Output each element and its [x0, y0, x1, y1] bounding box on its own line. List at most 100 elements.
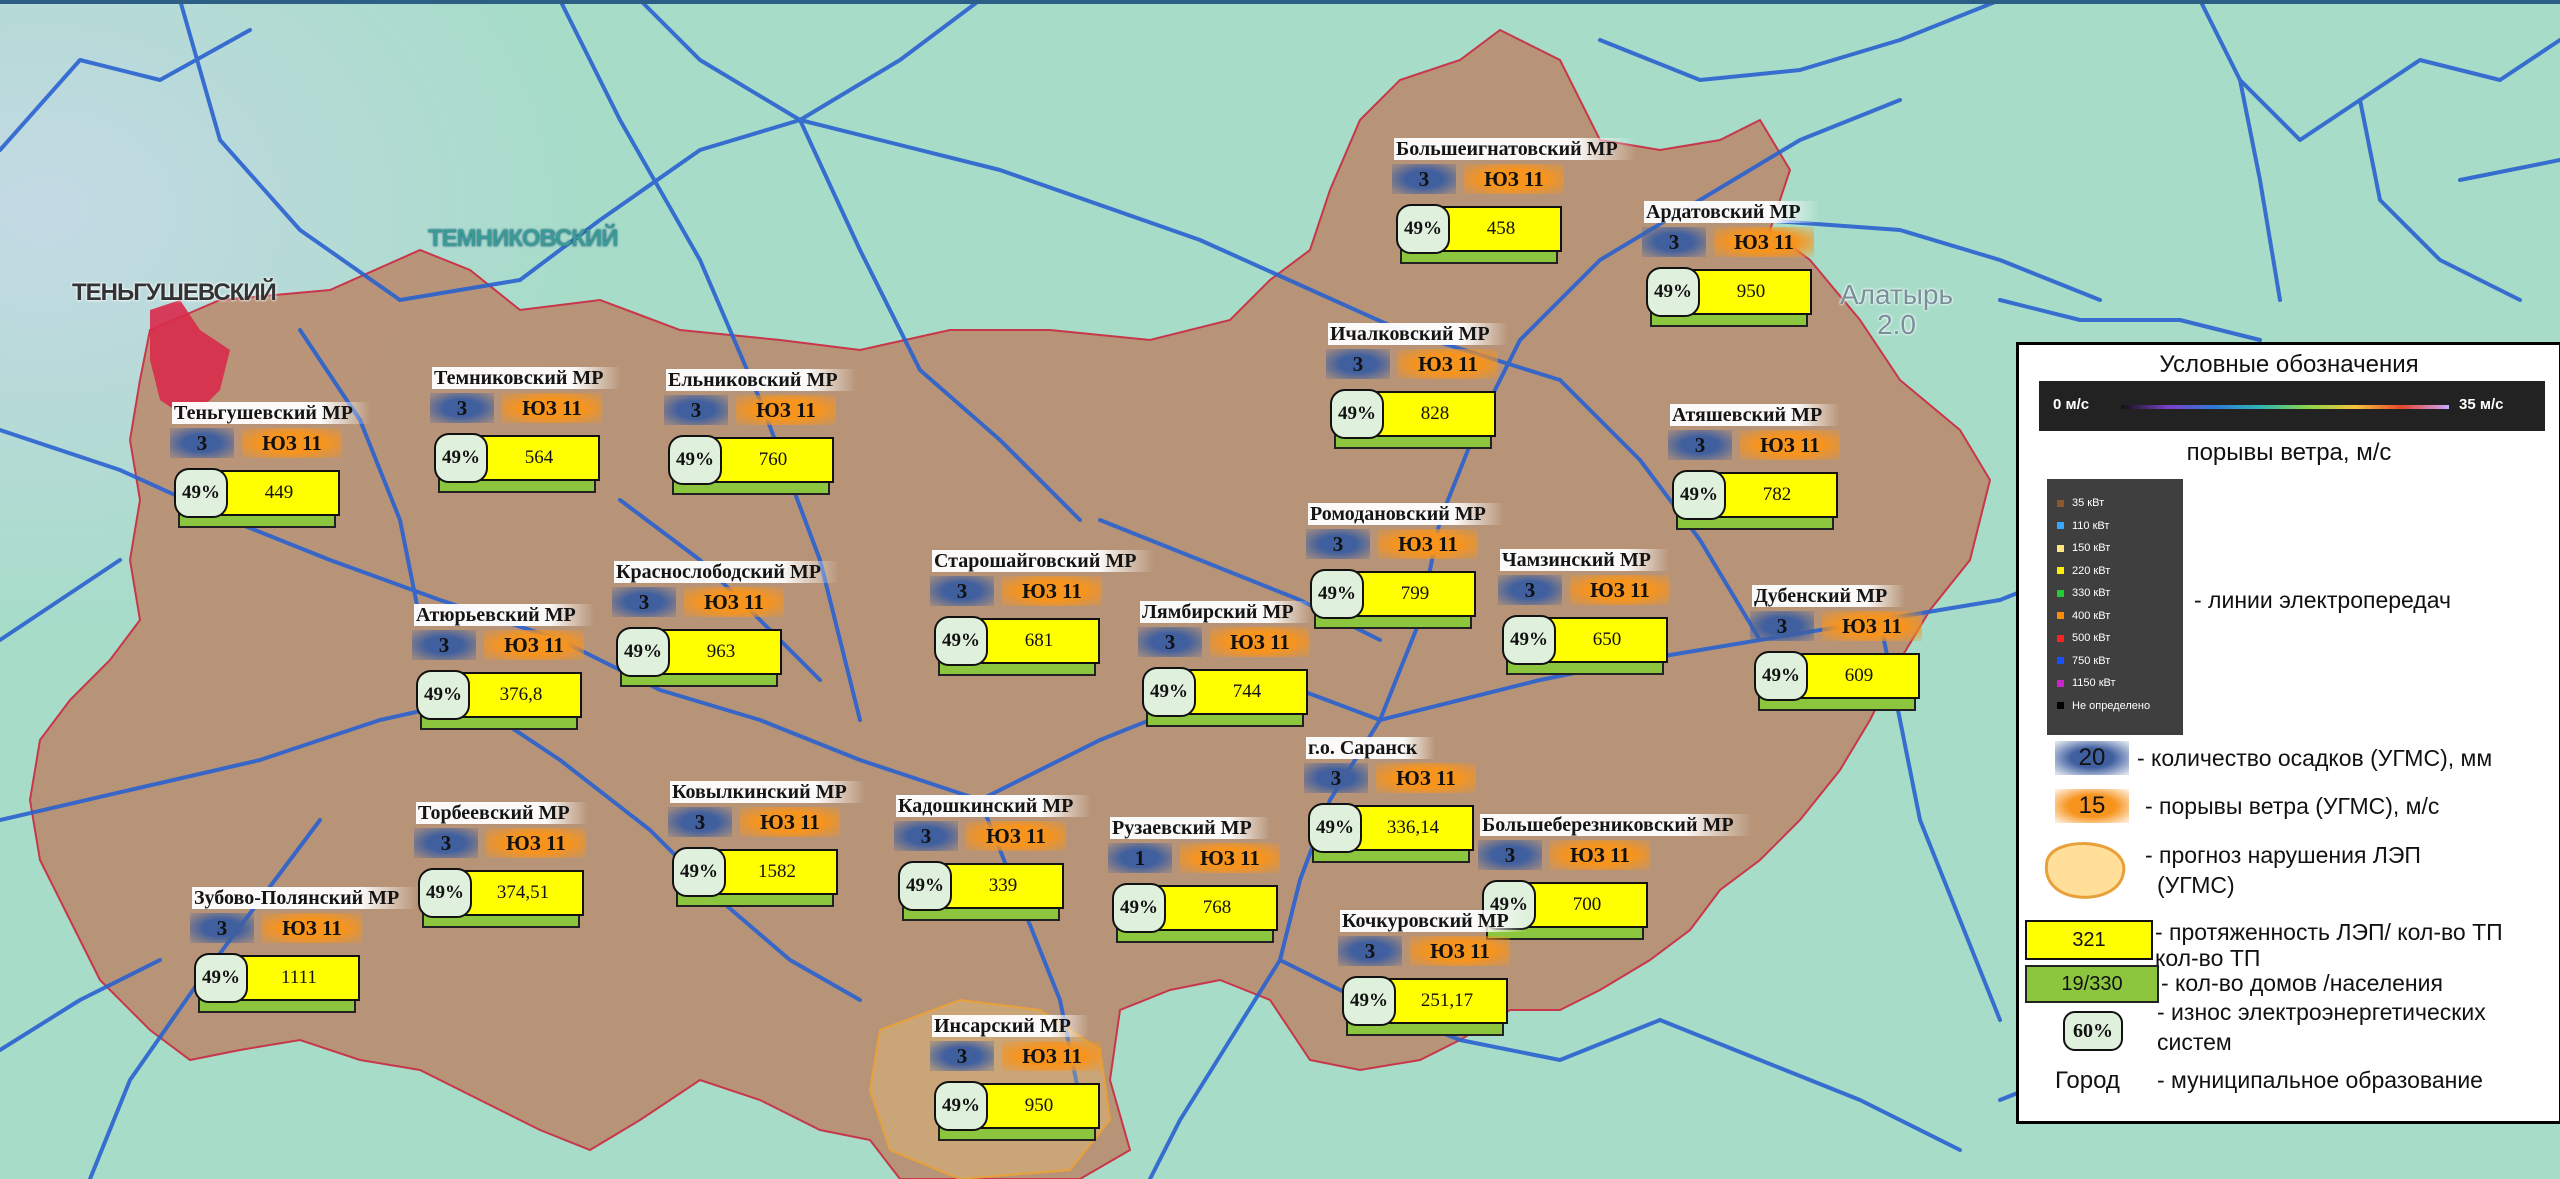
precip-badge: 3 [1668, 430, 1732, 460]
line-length-box: 1582 [716, 849, 838, 895]
wind-badge: ЮЗ 11 [1210, 627, 1310, 657]
precip-badge: 3 [664, 395, 728, 425]
legend-length-caption-1: - протяженность ЛЭП/ кол-во ТП [2155, 919, 2503, 945]
precip-badge: 3 [1304, 763, 1368, 793]
legend-panel: Условные обозначения 0 м/с 35 м/с порывы… [2016, 342, 2560, 1124]
wear-badge: 49% [1330, 389, 1384, 439]
power-line-class: 110 кВт [2057, 520, 2109, 532]
legend-wear-sample: 60% [2063, 1011, 2123, 1051]
legend-wear-caption-1: - износ электроэнергетических [2157, 999, 2486, 1025]
power-line-class-label: 35 кВт [2072, 497, 2105, 509]
wear-badge: 49% [616, 627, 670, 677]
wind-badge: ЮЗ 11 [1378, 529, 1478, 559]
wind-badge: ЮЗ 11 [1180, 843, 1280, 873]
district-name: Кадошкинский МР [896, 795, 1092, 817]
wind-scale-min-label: 0 м/с [2053, 396, 2090, 413]
precip-badge: 3 [612, 587, 676, 617]
precip-badge: 1 [1108, 843, 1172, 873]
district-name: Старошайговский МР [932, 550, 1155, 572]
legend-forecast-zone-icon [2044, 842, 2126, 899]
wind-badge: ЮЗ 11 [242, 428, 342, 458]
top-border [0, 0, 2560, 4]
line-length-box: 564 [478, 435, 600, 481]
legend-length-caption-2: кол-во ТП [2155, 945, 2261, 971]
power-line-class-swatch [2057, 499, 2064, 507]
wind-badge: ЮЗ 11 [1410, 936, 1510, 966]
district-name: Темниковский МР [432, 367, 622, 389]
legend-city-sample: Город [2055, 1067, 2120, 1094]
legend-homes-caption: - кол-во домов /населения [2161, 970, 2443, 996]
power-line-class-swatch [2057, 702, 2064, 710]
wind-badge: ЮЗ 11 [684, 587, 784, 617]
wind-scale-max-label: 35 м/с [2459, 396, 2504, 413]
district-name: Атяшевский МР [1670, 404, 1841, 426]
wear-badge: 49% [1672, 470, 1726, 520]
wind-badge: ЮЗ 11 [1714, 227, 1814, 257]
district-name: Торбеевский МР [416, 802, 588, 824]
map-label-alatyr: Алатырь 2.0 [1840, 280, 1953, 340]
region-tengushevsky-highlight[interactable] [150, 300, 230, 420]
district-name: г.о. Саранск [1306, 737, 1436, 759]
power-line-class: Не определено [2057, 700, 2150, 712]
wind-badge: ЮЗ 11 [966, 821, 1066, 851]
wear-badge: 49% [1308, 803, 1362, 853]
power-line-class-label: 150 кВт [2072, 542, 2111, 554]
precip-badge: 3 [668, 807, 732, 837]
wear-badge: 49% [934, 1081, 988, 1131]
power-line-class: 150 кВт [2057, 542, 2110, 554]
legend-forecast-caption-2: (УГМС) [2157, 872, 2235, 898]
legend-title: Условные обозначения [2159, 351, 2419, 378]
wear-badge: 49% [934, 616, 988, 666]
district-name: Ардатовский МР [1644, 201, 1819, 223]
wind-badge: ЮЗ 11 [502, 393, 602, 423]
legend-wind-sample: 15 [2055, 789, 2129, 823]
wind-badge: ЮЗ 11 [736, 395, 836, 425]
line-length-box: 799 [1354, 571, 1476, 617]
wear-badge: 49% [1112, 883, 1166, 933]
district-name: Ромодановский МР [1308, 503, 1504, 525]
map-label-alatyr-name: Алатырь [1840, 279, 1954, 310]
power-line-class: 500 кВт [2057, 632, 2110, 644]
wind-badge: ЮЗ 11 [1398, 349, 1498, 379]
line-length-box: 950 [978, 1083, 1100, 1129]
district-name: Инсарский МР [932, 1015, 1089, 1037]
power-line-class-swatch [2057, 612, 2064, 620]
legend-wind-caption: - порывы ветра (УГМС), м/с [2145, 793, 2440, 819]
power-line-class: 330 кВт [2057, 587, 2110, 599]
wind-badge: ЮЗ 11 [1002, 1041, 1102, 1071]
power-line-class: 400 кВт [2057, 610, 2110, 622]
wear-badge: 49% [1646, 267, 1700, 317]
district-name: Дубенский МР [1752, 585, 1906, 607]
line-length-box: 782 [1716, 472, 1838, 518]
power-line-class: 750 кВт [2057, 655, 2110, 667]
district-name: Ковылкинский МР [670, 781, 865, 803]
district-name: Ичалковский МР [1328, 323, 1508, 345]
district-name: Теньгушевский МР [172, 402, 371, 424]
wear-badge: 49% [434, 433, 488, 483]
district-name: Краснослободский МР [614, 561, 839, 583]
wind-badge: ЮЗ 11 [484, 630, 584, 660]
power-line-class-swatch [2057, 567, 2064, 575]
power-line-class-swatch [2057, 589, 2064, 597]
line-length-box: 650 [1546, 617, 1668, 663]
precip-badge: 3 [1338, 936, 1402, 966]
line-length-box: 374,51 [462, 870, 584, 916]
line-length-box: 376,8 [460, 672, 582, 718]
legend-wear-caption-2: систем [2157, 1029, 2232, 1055]
line-length-box: 744 [1186, 669, 1308, 715]
power-line-class-swatch [2057, 657, 2064, 665]
wind-gust-color-scale: 0 м/с 35 м/с [2039, 381, 2545, 431]
line-length-box: 950 [1690, 269, 1812, 315]
line-length-box: 963 [660, 629, 782, 675]
power-line-class-label: 110 кВт [2072, 519, 2110, 532]
precip-badge: 3 [190, 913, 254, 943]
precip-badge: 3 [894, 821, 958, 851]
wind-badge: ЮЗ 11 [1376, 763, 1476, 793]
line-length-box: 339 [942, 863, 1064, 909]
legend-precip-sample: 20 [2055, 741, 2129, 775]
power-line-class-label: 750 кВт [2072, 654, 2111, 667]
power-line-class: 35 кВт [2057, 497, 2104, 509]
map-label-alatyr-number: 2.0 [1877, 309, 1917, 340]
line-length-box: 458 [1440, 206, 1562, 252]
map-label-tengushevsky: ТЕНЬГУШЕВСКИЙ [72, 279, 277, 306]
